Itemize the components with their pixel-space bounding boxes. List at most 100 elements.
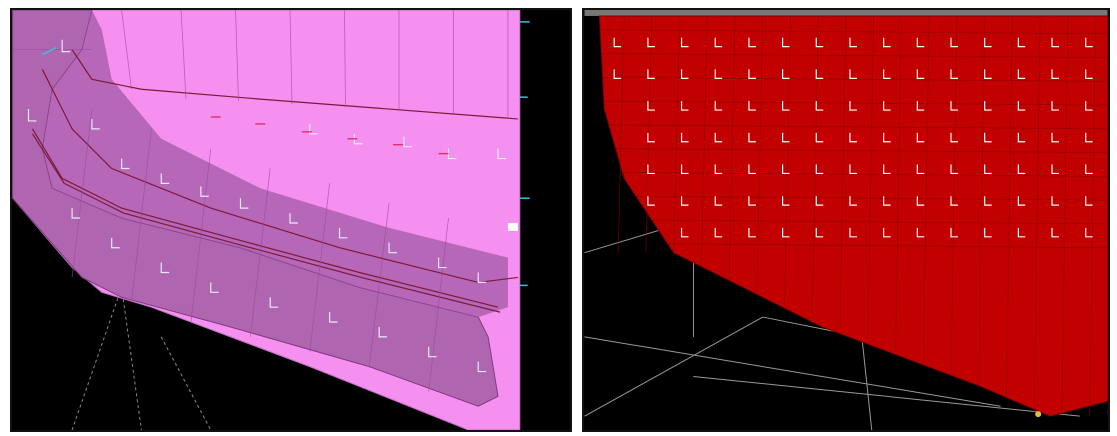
left-viewport	[10, 8, 572, 432]
element-axis-marker	[1085, 132, 1093, 143]
element-axis-marker	[883, 227, 891, 238]
element-axis-marker	[815, 227, 824, 238]
element-axis-marker	[680, 101, 689, 111]
grid-line-v	[673, 15, 680, 256]
red-mesh-grid	[600, 15, 1108, 417]
element-axis-marker	[984, 69, 992, 79]
element-axis-marker	[916, 164, 925, 175]
element-axis-marker	[849, 37, 857, 48]
grid-line-v	[895, 15, 902, 352]
element-axis-marker	[815, 101, 824, 111]
left-mesh-render	[12, 10, 570, 430]
hull-upper-band	[42, 10, 508, 318]
element-axis-marker	[950, 164, 958, 175]
grid-line-v	[645, 15, 653, 253]
grid-line-v	[922, 15, 930, 364]
element-axis-marker	[1017, 101, 1026, 111]
element-axis-marker	[714, 227, 723, 238]
element-axis-marker	[950, 37, 958, 48]
element-axis-marker	[680, 227, 689, 238]
element-axis-marker	[647, 101, 655, 111]
element-axis-marker	[815, 196, 824, 206]
top-strip	[584, 10, 1108, 16]
element-axis-marker	[883, 132, 891, 143]
element-axis-marker	[748, 101, 756, 111]
element-axis-marker	[849, 164, 857, 175]
right-viewport	[582, 8, 1110, 432]
element-axis-marker	[1051, 227, 1059, 238]
grid-line-h	[635, 195, 1108, 201]
grid-line-h	[667, 243, 1108, 249]
red-markers	[210, 116, 449, 155]
grid-line-v	[784, 15, 791, 304]
grid-line-v	[950, 15, 958, 376]
grid-line-v	[867, 15, 875, 340]
element-axis-marker	[1085, 101, 1093, 111]
element-axis-marker	[680, 69, 689, 79]
grid-line-v	[728, 15, 736, 280]
element-axis-marker	[1017, 132, 1026, 143]
element-axis-marker	[647, 164, 655, 175]
grid-line-v	[701, 15, 708, 268]
grid-line-v	[1033, 15, 1041, 412]
element-axis-marker	[984, 227, 992, 238]
element-axis-marker	[1017, 37, 1026, 48]
grid-line-h	[603, 100, 1108, 106]
element-axis-marker	[916, 69, 925, 79]
element-axis-marker	[916, 37, 925, 48]
element-axis-marker	[849, 196, 857, 206]
element-axis-marker	[916, 227, 925, 238]
element-axis-marker	[1085, 196, 1093, 206]
element-axis-marker	[1085, 227, 1093, 238]
grid-line-v	[1006, 15, 1013, 400]
element-axis-marker	[647, 196, 655, 206]
element-axis-marker	[714, 69, 723, 79]
corner-marker	[1035, 411, 1042, 418]
element-axis-marker	[849, 227, 857, 238]
element-axis-marker	[748, 132, 756, 143]
element-axis-marker	[613, 69, 622, 79]
element-axis-marker	[883, 101, 891, 111]
grid-line-v	[978, 15, 986, 388]
element-axis-marker	[748, 164, 756, 175]
left-ground-lines	[71, 287, 212, 430]
element-axis-marker	[647, 37, 655, 48]
element-axis-marker	[984, 164, 992, 175]
element-axis-marker	[1085, 69, 1093, 79]
element-axis-marker	[647, 69, 655, 79]
element-axis-marker	[1085, 37, 1093, 48]
element-axis-marker	[849, 101, 857, 111]
grid-line-h	[601, 53, 1108, 58]
element-axis-marker	[782, 227, 790, 238]
grid-line-h	[651, 219, 1108, 225]
element-axis-marker	[714, 164, 723, 175]
element-axis-marker	[782, 196, 790, 206]
element-axis-marker	[1017, 164, 1026, 175]
element-axis-marker	[883, 196, 891, 206]
grid-line-h	[600, 29, 1108, 35]
element-axis-marker	[714, 101, 723, 111]
element-axis-marker	[680, 196, 689, 206]
element-axis-marker	[680, 164, 689, 175]
element-axis-marker	[883, 69, 891, 79]
element-axis-marker	[883, 37, 891, 48]
element-axis-marker	[782, 164, 790, 175]
mesh-grid	[12, 10, 509, 392]
element-axis-marker	[984, 101, 992, 111]
element-axis-marker	[849, 132, 857, 143]
element-axis-marker	[984, 37, 992, 48]
element-axis-marker	[748, 37, 756, 48]
element-axis-marker	[950, 101, 958, 111]
element-axis-marker	[1051, 37, 1059, 48]
element-axis-marker	[984, 196, 992, 206]
grid-line-v	[617, 15, 625, 253]
element-axis-marker	[748, 227, 756, 238]
element-axis-marker	[680, 37, 689, 48]
element-axis-marker	[1051, 164, 1059, 175]
element-axis-marker	[782, 69, 790, 79]
grid-line-v	[811, 15, 819, 316]
element-axis-marker	[680, 132, 689, 143]
element-axis-marker	[1051, 132, 1059, 143]
element-axis-marker	[1051, 101, 1059, 111]
